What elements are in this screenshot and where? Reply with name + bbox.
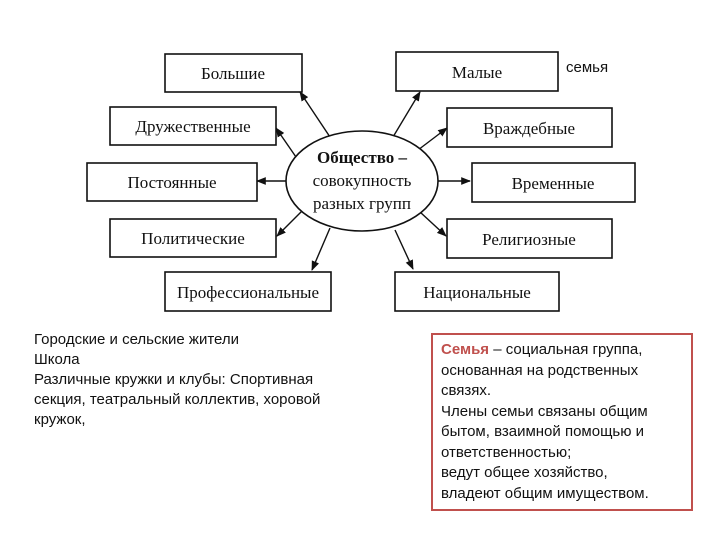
examples-line: Школа (34, 351, 80, 368)
arrow-national (394, 229, 414, 270)
definition-line: ответственностью; (441, 443, 572, 461)
group-label: Большие (201, 64, 265, 83)
arrow-small (392, 91, 421, 138)
examples-line: кружок, (34, 411, 86, 428)
arrow-political (276, 208, 305, 237)
arrow-religious (419, 211, 447, 237)
group-label: Враждебные (483, 119, 575, 138)
group-box-large: Большие (164, 53, 303, 93)
group-label: Политические (141, 229, 245, 248)
center-node: Общество – совокупность разных групп (285, 130, 439, 232)
group-label: Национальные (423, 283, 531, 302)
group-label: Постоянные (127, 173, 216, 192)
group-box-friendly: Дружественные (109, 106, 277, 146)
definition-line: ведут общее хозяйство, (441, 464, 608, 481)
group-box-national: Национальные (394, 271, 560, 312)
group-box-permanent: Постоянные (86, 162, 258, 202)
society-groups-diagram: Общество – совокупность разных групп Бол… (86, 51, 636, 312)
arrow-hostile (417, 127, 448, 151)
definition-intro: Семья – социальная группа, основанная на… (441, 340, 685, 402)
examples-line: секция, театральный коллектив, хоровой (34, 391, 321, 408)
definition-line: бытом, взаимной помощью и (441, 423, 645, 440)
group-label: Профессиональные (177, 283, 319, 302)
group-box-hostile: Враждебные (446, 107, 613, 148)
group-box-professional: Профессиональные (164, 271, 332, 312)
center-line-3: разных групп (313, 194, 411, 213)
definition-term: Семья (441, 341, 490, 358)
family-definition-box: Семья – социальная группа, основанная на… (431, 333, 693, 511)
group-box-small: Малые (395, 51, 559, 92)
arrow-large (299, 91, 331, 138)
examples-text: Городские и сельские жители Школа Различ… (34, 330, 364, 430)
group-box-temporary: Временные (471, 162, 636, 203)
group-label: Дружественные (135, 117, 250, 136)
definition-line: Члены семьи связаны общим (441, 402, 648, 420)
group-label: Религиозные (482, 230, 576, 249)
examples-line: Различные кружки и клубы: Спортивная (34, 371, 314, 388)
arrows (256, 91, 471, 271)
arrow-professional (311, 227, 331, 271)
definition-line: владеют общим имуществом. (441, 484, 649, 502)
center-line-2: совокупность (313, 171, 412, 190)
definition-text: – социальная группа, основанная на родст… (441, 341, 643, 399)
group-box-religious: Религиозные (446, 218, 613, 259)
family-label: семья (566, 59, 609, 76)
examples-line: Городские и сельские жители (34, 331, 240, 348)
arrow-friendly (275, 127, 297, 158)
group-label: Временные (512, 174, 595, 193)
group-box-political: Политические (109, 218, 277, 258)
center-title: Общество – (317, 148, 408, 167)
group-label: Малые (452, 63, 502, 82)
